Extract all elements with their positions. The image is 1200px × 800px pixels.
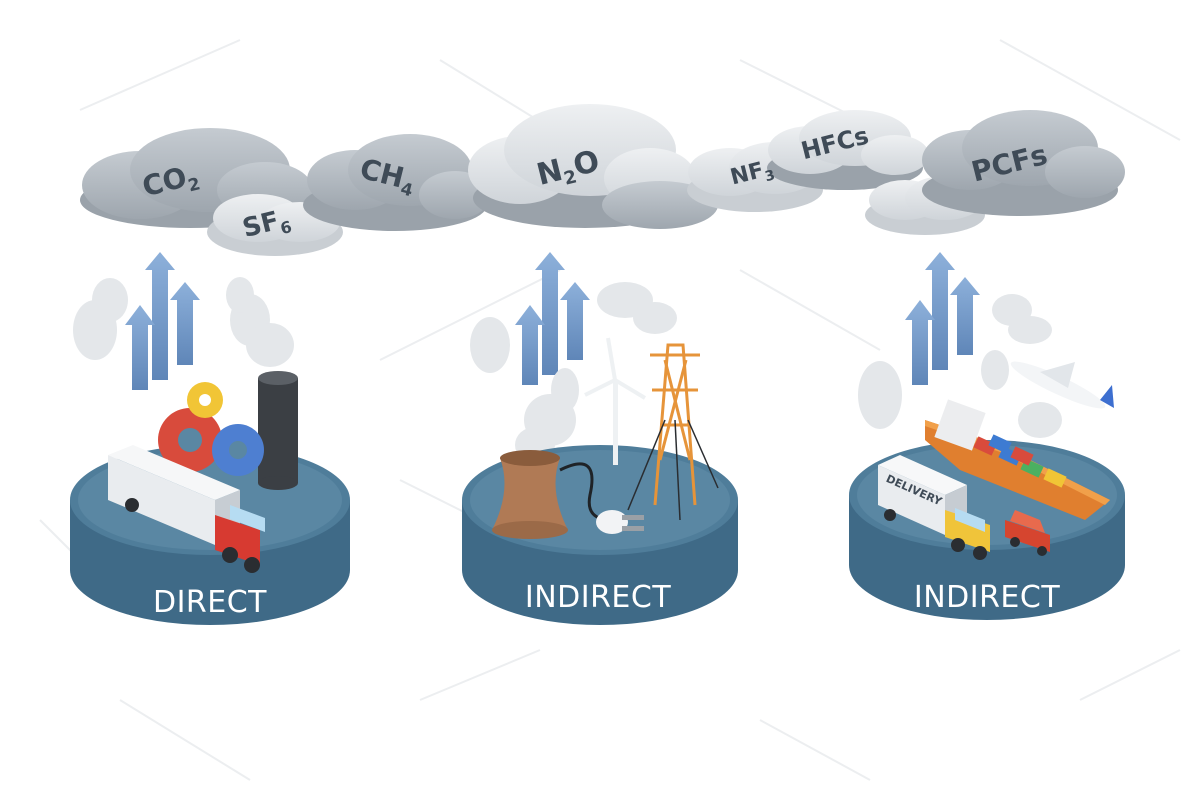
platform-label: DIRECT bbox=[153, 585, 267, 620]
delivery-truck-icon: DELIVERY bbox=[878, 455, 990, 560]
power-pylon-icon bbox=[650, 343, 700, 506]
pylon-wires bbox=[627, 419, 719, 521]
plug-icon bbox=[596, 510, 644, 534]
platform-label: INDIRECT bbox=[914, 580, 1060, 615]
cloud-pcfs bbox=[922, 110, 1125, 216]
airplane-icon bbox=[1010, 361, 1114, 409]
smoke-icon bbox=[858, 294, 1062, 438]
cloud-hfcs bbox=[767, 110, 929, 190]
platform-indirect-transport: DELIVERY INDIRECT bbox=[849, 252, 1125, 620]
platform-indirect-energy: INDIRECT bbox=[462, 252, 738, 625]
cloud-band: CO2 SF6 CH4 N2O NF3 HFCs PCFs bbox=[80, 104, 1125, 256]
smoke-icon bbox=[73, 277, 294, 367]
up-arrows-icon bbox=[905, 252, 980, 385]
up-arrows-icon bbox=[515, 252, 590, 385]
cooling-tower-icon bbox=[492, 450, 568, 539]
wind-turbine-icon bbox=[584, 337, 647, 465]
cargo-ship-icon bbox=[925, 399, 1110, 520]
up-arrows-icon bbox=[125, 252, 200, 390]
gears-icon bbox=[158, 382, 264, 476]
platform-direct: DIRECT bbox=[70, 252, 350, 625]
truck-icon bbox=[108, 445, 265, 573]
car-icon bbox=[1005, 510, 1050, 556]
chimney-icon bbox=[258, 371, 298, 490]
smoke-icon bbox=[470, 282, 677, 463]
background-lines bbox=[39, 39, 1181, 781]
platform-label: INDIRECT bbox=[525, 580, 671, 615]
cloud-ch4 bbox=[303, 134, 491, 231]
